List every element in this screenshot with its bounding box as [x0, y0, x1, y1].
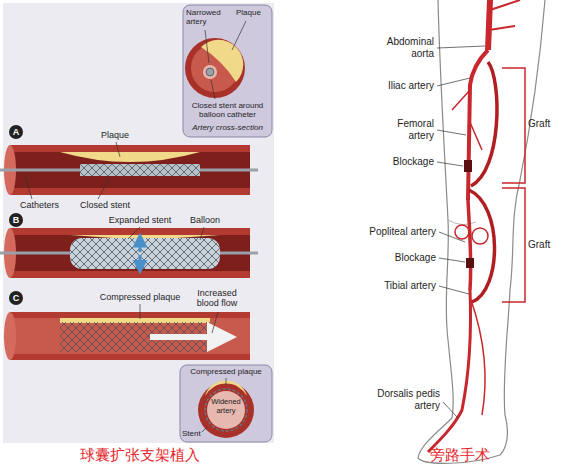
part-label: Tibial artery	[340, 280, 436, 292]
panel-letter: A	[10, 126, 22, 138]
part-label: Closed stent	[80, 200, 140, 210]
panel-caption: 球囊扩张支架植入	[20, 447, 260, 464]
part-label: Compressed plaque	[182, 367, 270, 376]
part-label: Graft	[528, 239, 560, 251]
artery-section	[185, 38, 245, 98]
part-label: Plaque	[236, 8, 270, 17]
part-label: Graft	[528, 118, 560, 130]
panel-caption: 旁路手术	[390, 447, 530, 464]
graft	[469, 190, 495, 302]
part-label: Widened artery	[208, 398, 244, 415]
panel-ground	[3, 3, 274, 443]
part-label: Stent	[182, 429, 206, 438]
part-label: Plaque	[95, 130, 135, 140]
part-label: Abdominal aorta	[378, 36, 434, 59]
part-label: Narrowed artery	[186, 8, 230, 26]
part-label: Blockage	[340, 156, 434, 168]
part-label: Popliteal artery	[330, 226, 436, 238]
panel-letter: C	[10, 292, 22, 304]
part-label: Blockage	[340, 252, 436, 264]
part-label: Artery cross-section	[185, 123, 270, 132]
part-label: Expanded stent	[105, 215, 175, 225]
part-label: Closed stent around balloon catheter	[185, 101, 270, 119]
panel-letter: B	[10, 214, 22, 226]
part-label: Dorsalis pedis artery	[366, 388, 440, 411]
inset-box	[183, 5, 272, 137]
part-label: Increased blood flow	[192, 288, 242, 309]
part-label: Iliac artery	[340, 80, 434, 92]
part-label: Balloon	[180, 215, 230, 225]
part-label: Catheters	[20, 200, 70, 210]
part-label: Compressed plaque	[95, 292, 185, 302]
graft	[471, 62, 497, 186]
bracket	[502, 68, 525, 302]
part-label: Femoral artery	[378, 118, 434, 141]
